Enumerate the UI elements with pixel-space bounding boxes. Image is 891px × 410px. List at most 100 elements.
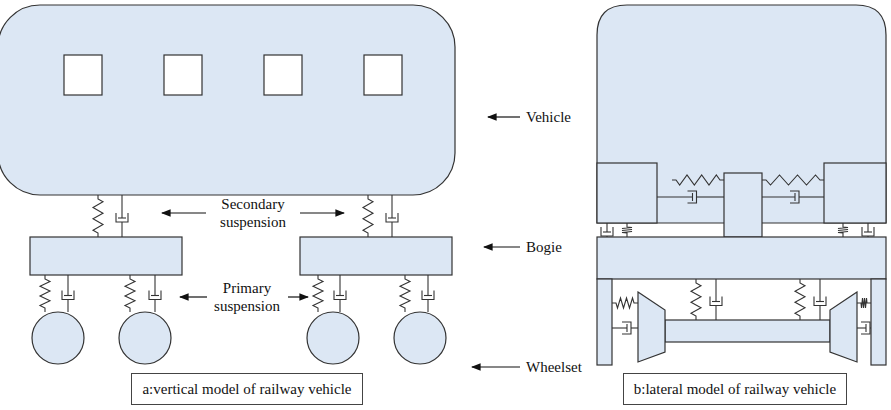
damper-symbol [334, 275, 346, 312]
damper-stroke [67, 300, 68, 313]
damper-stroke [814, 297, 826, 306]
damper-stroke [867, 223, 868, 232]
spring-symbol [313, 275, 323, 312]
damper-stroke [116, 213, 128, 222]
wheel [394, 312, 446, 364]
damper-stroke [388, 217, 396, 218]
damper-stroke [862, 227, 874, 236]
spring-symbol [40, 275, 50, 312]
damper-stroke [612, 327, 627, 328]
spring-symbol [838, 223, 848, 237]
damper-stroke [819, 279, 820, 302]
bogie-frame [597, 237, 886, 279]
leader-arrow [472, 366, 520, 367]
damper-stroke [339, 300, 340, 313]
damper-symbol [657, 191, 724, 203]
damper-stroke [631, 327, 638, 328]
wheel [830, 292, 857, 362]
damper-symbol [814, 279, 826, 320]
damper-stroke [794, 193, 795, 201]
bogie-frame [30, 237, 182, 275]
damper-stroke [622, 322, 631, 334]
vehicle-body [0, 5, 455, 195]
leader-arrow [488, 116, 520, 117]
damper-stroke [386, 213, 398, 222]
spring-symbol [622, 223, 632, 237]
spring-symbol [612, 298, 638, 308]
spring-symbol [363, 195, 373, 237]
damper-symbol [612, 322, 638, 334]
window [164, 55, 202, 95]
damper-stroke [712, 301, 720, 302]
body-side-block [597, 163, 657, 223]
damper-stroke [121, 195, 122, 218]
damper-stroke [799, 196, 824, 197]
part-label: Primary suspension [207, 279, 287, 315]
damper-stroke [626, 324, 627, 332]
damper-stroke [715, 279, 716, 302]
caption-box: a:vertical model of railway vehicle [131, 373, 362, 405]
center-pivot [724, 173, 762, 237]
damper-stroke [816, 301, 824, 302]
damper-symbol [710, 279, 722, 320]
damper-stroke [867, 236, 868, 237]
spring-symbol [125, 275, 135, 312]
spring-symbol [400, 275, 410, 312]
damper-stroke [151, 295, 159, 296]
spring-symbol [691, 279, 701, 320]
window [264, 55, 302, 95]
damper-stroke [336, 295, 344, 296]
leader-arrow [484, 246, 520, 247]
damper-stroke [424, 295, 432, 296]
damper-symbol [762, 191, 824, 203]
wheel [307, 312, 359, 364]
damper-stroke [606, 223, 607, 232]
bogie-side-leg [597, 279, 612, 365]
part-label: Vehicle [526, 108, 571, 126]
damper-symbol [862, 223, 874, 237]
damper-stroke [427, 300, 428, 313]
damper-symbol [116, 195, 128, 237]
caption-text: b:lateral model of railway vehicle [634, 381, 836, 397]
spring-symbol [762, 175, 824, 185]
leader-arrow [162, 212, 206, 213]
spring-symbol [857, 298, 871, 308]
damper-stroke [870, 327, 871, 328]
wheel [32, 312, 84, 364]
damper-symbol [857, 322, 871, 334]
spring-symbol [93, 195, 103, 237]
axle [665, 320, 830, 342]
damper-stroke [688, 191, 697, 203]
damper-stroke [422, 291, 434, 300]
damper-stroke [391, 222, 392, 237]
damper-stroke [601, 227, 613, 236]
damper-symbol [601, 223, 613, 237]
damper-stroke [149, 291, 161, 300]
part-label: Wheelset [526, 358, 582, 376]
bogie-frame [300, 237, 452, 275]
wheel [638, 292, 665, 362]
damper-stroke [154, 300, 155, 313]
damper-stroke [861, 322, 870, 334]
damper-stroke [710, 297, 722, 306]
damper-symbol [149, 275, 161, 312]
leader-arrow [300, 212, 344, 213]
damper-stroke [715, 306, 716, 321]
damper-stroke [692, 193, 693, 201]
damper-stroke [657, 196, 693, 197]
damper-stroke [121, 222, 122, 237]
part-label: Secondary suspension [208, 195, 298, 231]
spring-symbol [795, 279, 805, 320]
damper-stroke [606, 236, 607, 237]
damper-stroke [864, 231, 872, 232]
damper-stroke [762, 196, 795, 197]
bogie-side-leg [871, 279, 886, 365]
damper-stroke [603, 231, 611, 232]
window [364, 55, 402, 95]
window [64, 55, 102, 95]
damper-stroke [697, 196, 725, 197]
damper-stroke [154, 275, 155, 296]
damper-stroke [64, 295, 72, 296]
part-label: Bogie [526, 238, 562, 256]
